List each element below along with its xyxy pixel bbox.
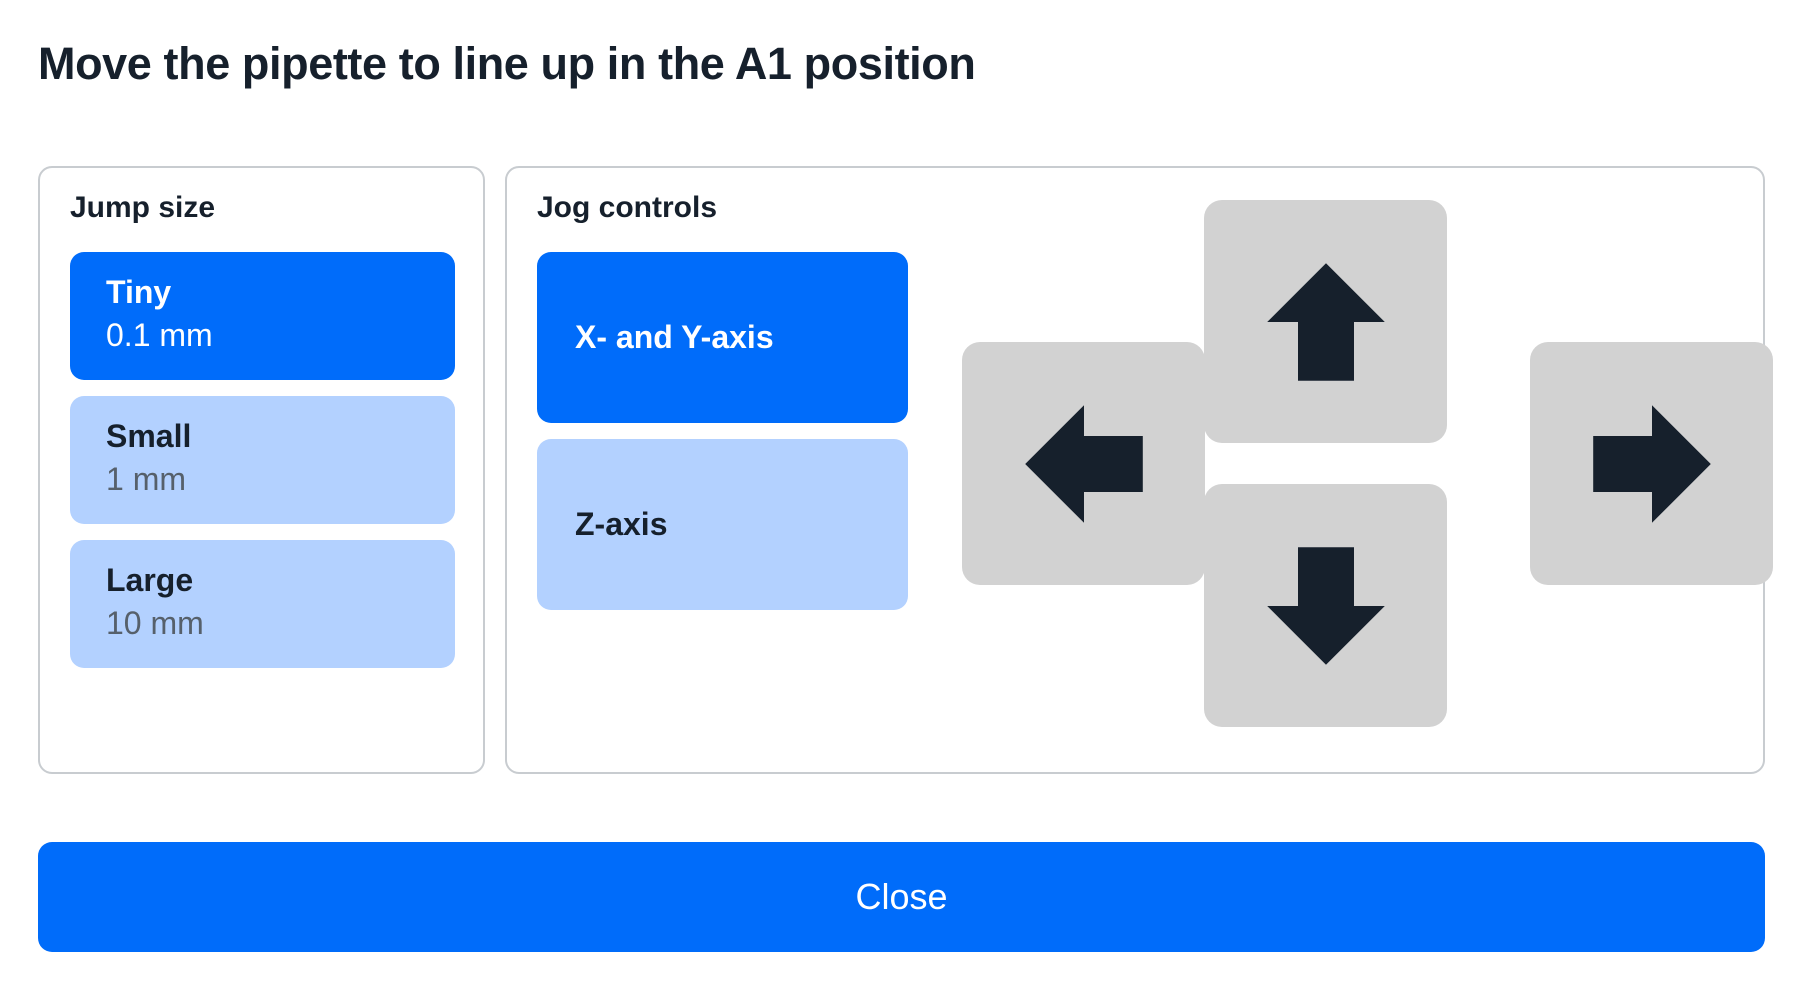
axis-option-z-label: Z-axis — [575, 506, 668, 542]
directional-pad — [962, 190, 1800, 730]
jog-left-button[interactable] — [962, 342, 1205, 585]
page-title: Move the pipette to line up in the A1 po… — [38, 38, 976, 89]
jump-size-option-small-value: 1 mm — [106, 460, 186, 497]
jump-size-option-tiny[interactable]: Tiny 0.1 mm — [70, 252, 455, 381]
close-button[interactable]: Close — [38, 842, 1765, 952]
jump-size-option-large-value: 10 mm — [106, 605, 204, 642]
jog-up-button[interactable] — [1204, 200, 1447, 443]
jump-size-option-small[interactable]: Small 1 mm — [70, 396, 455, 525]
axis-option-xy-label: X- and Y-axis — [575, 319, 774, 355]
arrow-right-icon — [1582, 394, 1722, 534]
jog-down-button[interactable] — [1204, 484, 1447, 727]
jump-size-panel: Jump size Tiny 0.1 mm Small 1 mm Large 1… — [38, 166, 485, 774]
arrow-up-icon — [1256, 252, 1396, 392]
jog-controls-heading: Jog controls — [537, 191, 718, 224]
panels-row: Jump size Tiny 0.1 mm Small 1 mm Large 1… — [38, 166, 1773, 774]
jump-size-option-small-name: Small — [106, 418, 192, 455]
jump-size-heading: Jump size — [70, 191, 216, 224]
jump-size-option-large[interactable]: Large 10 mm — [70, 540, 455, 669]
jog-right-button[interactable] — [1530, 342, 1773, 585]
jump-size-option-tiny-value: 0.1 mm — [106, 316, 213, 353]
axis-option-list: X- and Y-axis Z-axis — [537, 252, 908, 610]
jump-size-option-list: Tiny 0.1 mm Small 1 mm Large 10 mm — [70, 252, 455, 669]
jog-controls-panel: Jog controls X- and Y-axis Z-axis — [505, 166, 1773, 774]
axis-option-z[interactable]: Z-axis — [537, 439, 908, 610]
axis-option-xy[interactable]: X- and Y-axis — [537, 252, 908, 423]
jump-size-option-large-name: Large — [106, 562, 194, 599]
jump-size-option-tiny-name: Tiny — [106, 274, 172, 310]
arrow-left-icon — [1014, 394, 1154, 534]
arrow-down-icon — [1256, 536, 1396, 676]
